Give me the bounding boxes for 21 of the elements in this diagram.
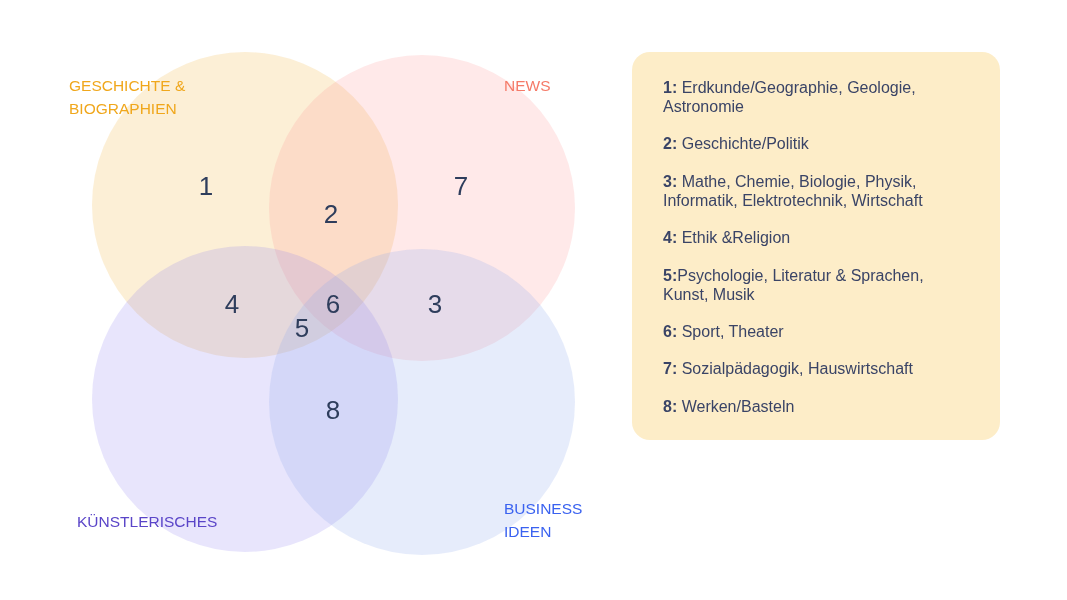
region-description: 8: Werken/Basteln	[663, 398, 796, 417]
region-number: 7	[453, 171, 469, 201]
set-label: NEWS	[504, 76, 552, 96]
region-description: 1: Erdkunde/Geographie, Geologie, Astronomie	[663, 79, 917, 116]
region-description: 6: Sport, Theater	[663, 323, 785, 342]
region-number: 3	[427, 289, 443, 319]
set-label: KÜNSTLERISCHES	[77, 512, 219, 532]
region-number: 8	[325, 395, 341, 425]
region-number: 4	[224, 289, 240, 319]
region-description: 3: Mathe, Chemie, Biologie, Physik, Informatik, Elektrotechnik, Wirtschaft	[663, 173, 924, 210]
region-description: 5:Psychologie, Literatur & Sprachen, Kunst, Musik	[663, 267, 925, 304]
key-panel	[632, 52, 1000, 440]
region-number: 6	[325, 289, 341, 319]
region-number: 1	[198, 171, 214, 201]
region-description: 7: Sozialpädagogik, Hauswirtschaft	[663, 360, 914, 379]
set-label: BUSINESS IDEEN	[504, 499, 584, 542]
region-description: 2: Geschichte/Politik	[663, 135, 810, 154]
region-number: 5	[294, 313, 310, 343]
set-label: GESCHICHTE & BIOGRAPHIEN	[69, 76, 187, 119]
region-number: 2	[323, 199, 339, 229]
region-description: 4: Ethik &Religion	[663, 229, 792, 248]
